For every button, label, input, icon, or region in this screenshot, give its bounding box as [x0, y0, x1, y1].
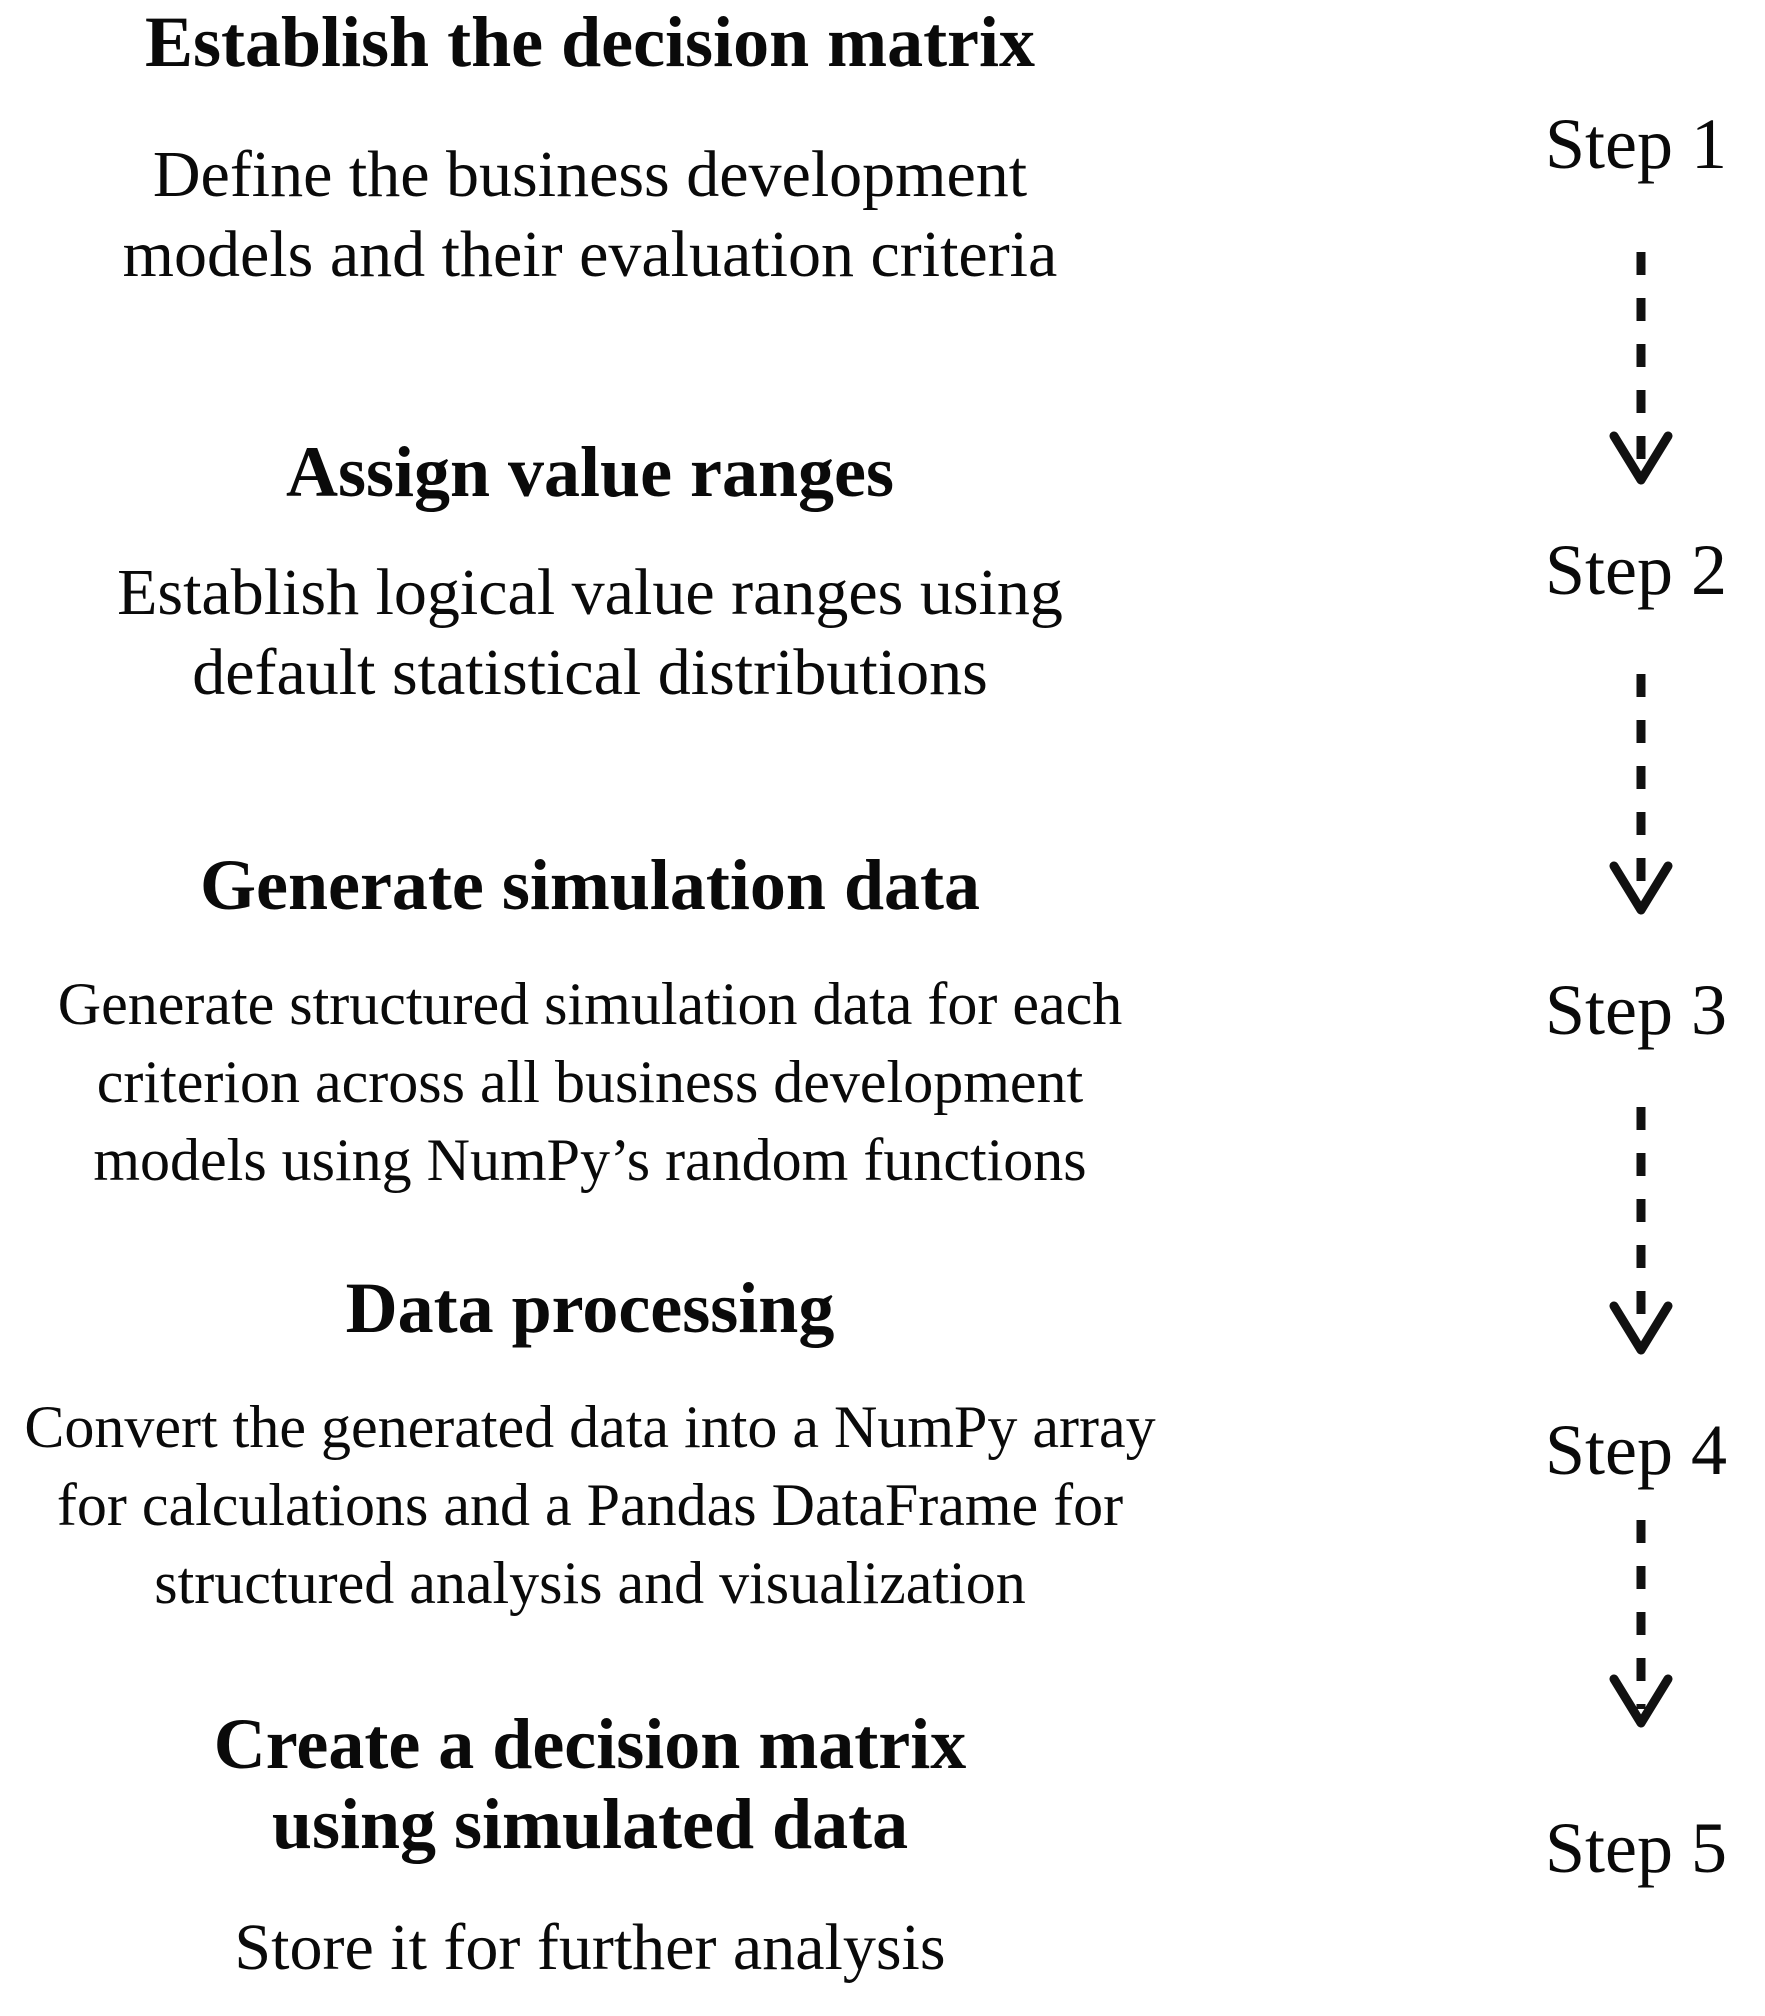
step-5-description: Store it for further analysis [234, 1911, 946, 1984]
step-5-label: Step 5 [1544, 1808, 1727, 1888]
step-1-description: Define the business development models a… [122, 138, 1058, 291]
step-1-label: Step 1 [1544, 104, 1727, 184]
arrow-down-icon [1606, 1105, 1676, 1360]
arrow-down-icon [1606, 672, 1676, 920]
step-4-title: Data processing [345, 1268, 835, 1348]
step-4-label: Step 4 [1544, 1410, 1727, 1490]
arrow-down-icon [1606, 1518, 1676, 1733]
step-2-title: Assign value ranges [285, 432, 895, 512]
step-2-label: Step 2 [1544, 530, 1727, 610]
step-3-title: Generate simulation data [200, 845, 980, 925]
step-3-description: Generate structured simulation data for … [57, 971, 1123, 1193]
step-4-description: Convert the generated data into a NumPy … [24, 1394, 1156, 1616]
step-1-title: Establish the decision matrix [144, 2, 1036, 82]
step-2-description: Establish logical value ranges using def… [117, 556, 1063, 709]
step-5-title: Create a decision matrix using simulated… [213, 1704, 967, 1864]
arrow-down-icon [1606, 250, 1676, 490]
step-3-label: Step 3 [1544, 970, 1727, 1050]
